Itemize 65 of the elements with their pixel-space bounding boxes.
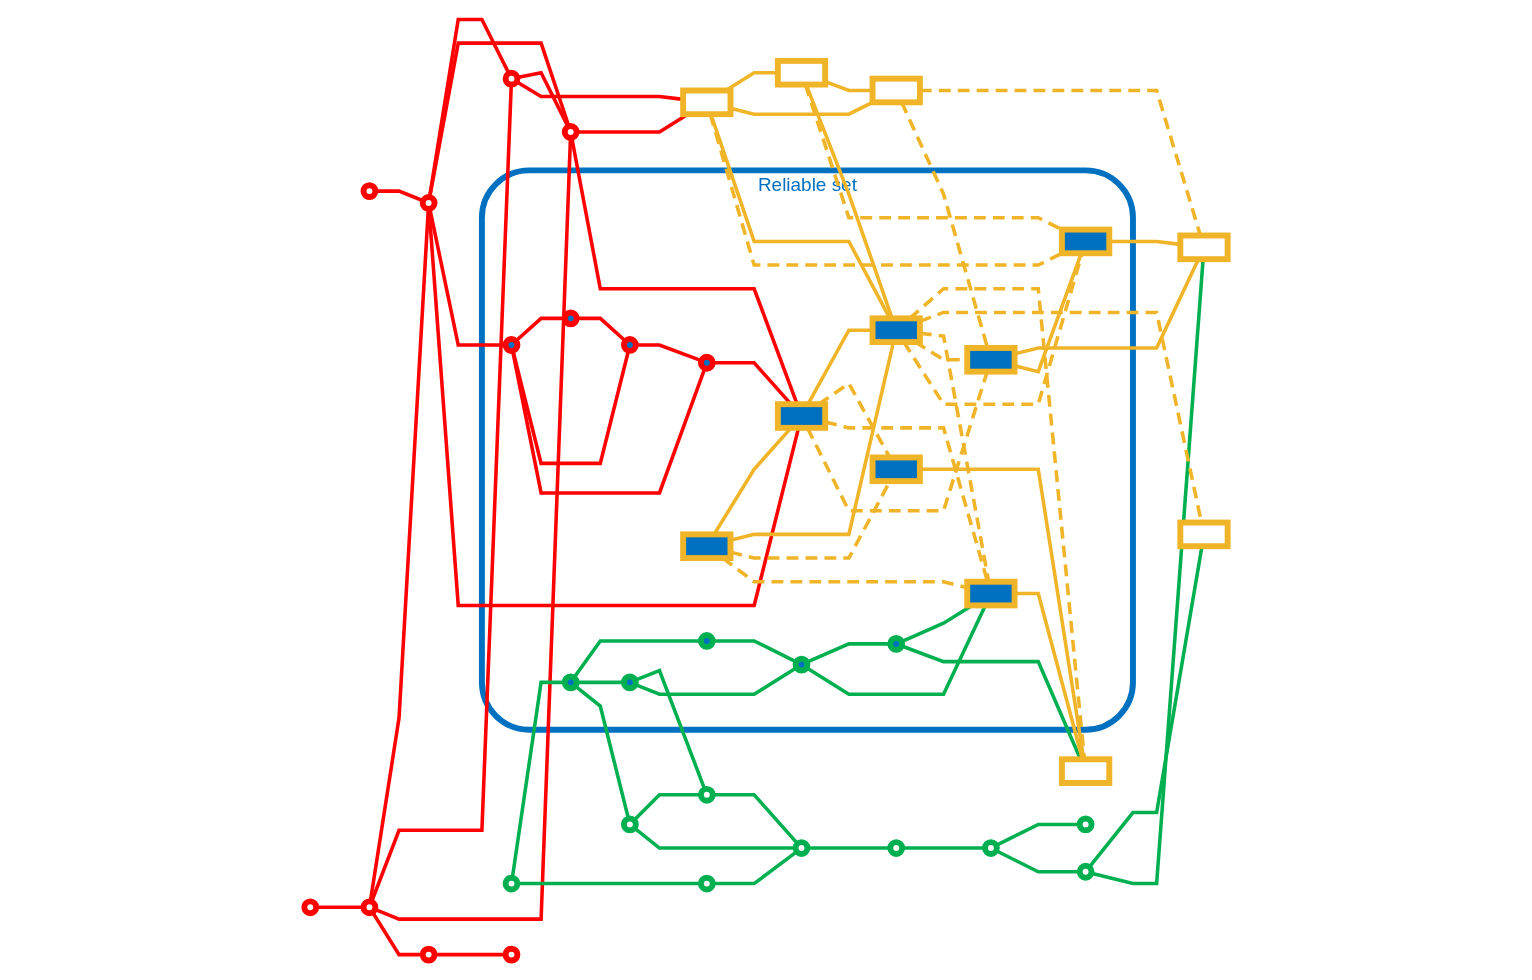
connector <box>510 680 565 878</box>
node-box <box>680 87 734 118</box>
connector <box>902 846 985 850</box>
node-box <box>869 315 923 345</box>
node-box <box>774 57 829 88</box>
node-circle <box>301 898 320 917</box>
node-circle <box>697 785 716 804</box>
node-box <box>774 401 829 431</box>
connector <box>806 642 891 664</box>
node-circle <box>502 336 521 354</box>
node-circle <box>1076 862 1095 881</box>
node-circle <box>502 874 521 893</box>
node-circle <box>792 655 811 674</box>
node-circle <box>502 69 521 88</box>
node-circle <box>360 182 379 200</box>
node-circle <box>502 945 521 964</box>
connector <box>576 316 627 343</box>
connector <box>368 208 431 902</box>
connector <box>635 343 702 363</box>
connector <box>434 952 506 957</box>
connector <box>428 208 506 347</box>
node-circle <box>697 632 716 650</box>
connector <box>995 822 1080 847</box>
connector <box>633 826 796 850</box>
node-circle <box>561 673 580 692</box>
node-circle <box>621 815 639 834</box>
node-circle <box>1076 815 1095 834</box>
node-circle <box>792 839 811 857</box>
connector <box>634 668 707 790</box>
node-circle <box>982 839 1000 857</box>
node-circle <box>697 874 716 893</box>
node-box <box>964 578 1018 609</box>
connector <box>316 905 364 910</box>
node-box <box>1177 519 1231 550</box>
node-circle <box>621 336 639 354</box>
node-box <box>869 75 923 106</box>
connector <box>510 350 707 495</box>
node-box <box>1058 756 1113 786</box>
connector <box>427 208 801 608</box>
node-circle <box>887 635 906 653</box>
connector <box>712 850 798 886</box>
node-box <box>680 531 734 561</box>
connector <box>371 911 423 957</box>
node-circle <box>561 123 580 141</box>
connector <box>572 639 701 679</box>
connector <box>517 881 701 886</box>
connector <box>807 846 891 850</box>
connector <box>712 793 799 845</box>
connector <box>576 680 624 685</box>
node-circle <box>887 839 906 857</box>
node-circle <box>419 194 438 212</box>
node-circle <box>360 898 379 917</box>
node-circle <box>697 353 716 372</box>
connector <box>427 41 571 198</box>
connector <box>632 793 701 822</box>
connector <box>514 316 565 343</box>
node-box <box>964 345 1018 375</box>
node-box <box>869 454 923 485</box>
connector <box>712 639 797 664</box>
node-circle <box>621 673 639 692</box>
node-box <box>1058 226 1113 257</box>
node-circle <box>419 945 438 964</box>
connector <box>375 189 424 203</box>
node-box <box>1177 232 1231 263</box>
connector <box>995 849 1080 874</box>
